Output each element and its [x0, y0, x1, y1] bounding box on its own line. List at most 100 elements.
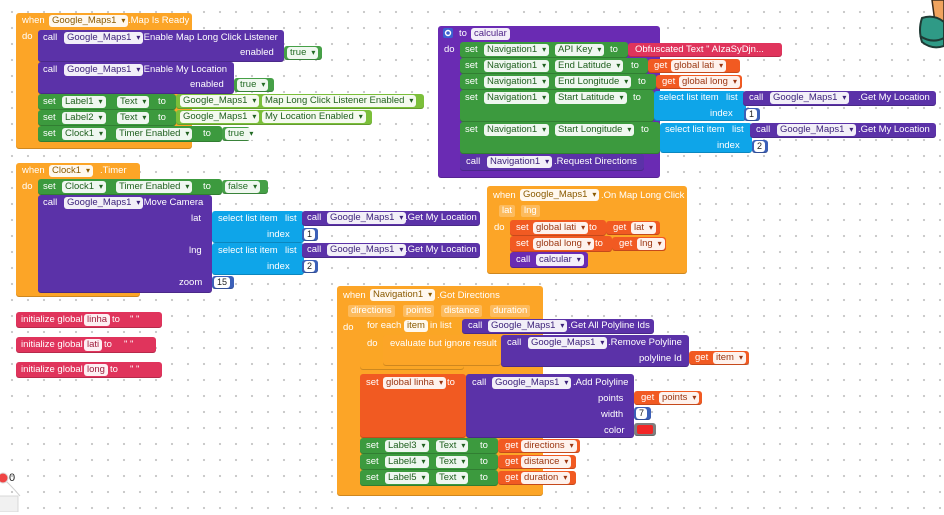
component-dropdown[interactable]: Navigation1 — [484, 124, 550, 136]
get-distance[interactable]: get distance — [498, 455, 576, 469]
variable-dropdown[interactable]: global lati — [533, 222, 589, 234]
select-list-item-start-lng[interactable]: select list item list index — [660, 123, 752, 153]
number-value[interactable]: 2 — [304, 261, 316, 272]
obfuscated-text-block[interactable]: Obfuscated Text " AIzaSyDjn... — [628, 43, 782, 57]
color-swatch[interactable] — [637, 425, 653, 434]
get-duration[interactable]: get duration — [498, 471, 576, 485]
component-dropdown[interactable]: Navigation1 — [484, 92, 550, 104]
event-component-dropdown[interactable]: Clock1 — [49, 165, 94, 177]
evaluate-but-ignore-block[interactable]: evaluate but ignore result — [383, 335, 501, 366]
string-value[interactable]: " " — [130, 314, 140, 325]
variable-dropdown[interactable]: lng — [637, 238, 665, 250]
get-lng[interactable]: get lng — [612, 237, 666, 251]
param-points[interactable]: points — [403, 305, 435, 317]
call-request-directions[interactable]: call Navigation1 .Request Directions — [460, 154, 644, 171]
property-dropdown[interactable]: API Key — [555, 44, 605, 56]
property-dropdown[interactable]: Timer Enabled — [116, 181, 193, 193]
global-name-field[interactable]: linha — [84, 314, 111, 326]
component-dropdown[interactable]: Google_Maps1 — [64, 64, 144, 76]
event-component-dropdown[interactable]: Google_Maps1 — [520, 189, 600, 201]
variable-dropdown[interactable]: global lati — [671, 60, 727, 72]
property-dropdown[interactable]: My Location Enabled — [262, 111, 366, 123]
gear-icon[interactable] — [443, 28, 453, 38]
call-add-polyline[interactable]: call Google_Maps1 .Add Polyline points w… — [466, 374, 634, 438]
component-dropdown[interactable]: Clock1 — [62, 128, 107, 140]
set-global-lati[interactable]: set global lati to — [510, 220, 606, 236]
set-navigation1-start-longitude[interactable]: set Navigation1 Start Longitude to — [460, 122, 660, 154]
call-get-my-location[interactable]: call Google_Maps1 .Get My Location — [302, 243, 480, 258]
procedure-name-field[interactable]: calcular — [471, 28, 510, 40]
select-list-item-lat[interactable]: select list item list index — [212, 211, 304, 243]
variable-dropdown[interactable]: global long — [679, 76, 740, 88]
number-value[interactable]: 1 — [304, 229, 316, 240]
number-value[interactable]: 2 — [754, 141, 766, 152]
logic-true-block[interactable]: true — [284, 46, 322, 60]
component-dropdown[interactable]: Label3 — [385, 440, 429, 452]
component-dropdown[interactable]: Label1 — [62, 96, 106, 108]
property-dropdown[interactable]: Text — [117, 96, 150, 108]
select-list-item-start-lat[interactable]: select list item list index — [654, 91, 746, 121]
component-dropdown[interactable]: Google_Maps1 — [327, 212, 407, 224]
number-value[interactable]: 7 — [636, 408, 648, 419]
component-dropdown[interactable]: Navigation1 — [484, 60, 550, 72]
get-map-long-click-enabled[interactable]: Google_Maps1 Map Long Click Listener Ena… — [176, 94, 424, 109]
call-enable-long-click[interactable]: call Google_Maps1 .Enable Map Long Click… — [38, 30, 284, 62]
set-label4-text[interactable]: set Label4 Text to — [360, 454, 498, 470]
init-global-long[interactable]: initialize global long to " " — [16, 362, 162, 378]
component-dropdown[interactable]: Google_Maps1 — [64, 32, 144, 44]
component-dropdown[interactable]: Clock1 — [62, 181, 107, 193]
variable-dropdown[interactable]: global linha — [383, 377, 447, 389]
call-get-all-polyline-ids[interactable]: call Google_Maps1 .Get All Polyline Ids — [462, 319, 654, 334]
set-navigation1-end-latitude[interactable]: set Navigation1 End Latitude to — [460, 58, 648, 74]
variable-dropdown[interactable]: lat — [631, 222, 657, 234]
component-dropdown[interactable]: Label2 — [62, 112, 106, 124]
param-lng[interactable]: lng — [521, 205, 540, 217]
property-dropdown[interactable]: Text — [436, 440, 469, 452]
component-dropdown[interactable]: Navigation1 — [484, 44, 550, 56]
event-component-dropdown[interactable]: Google_Maps1 — [49, 15, 129, 27]
set-navigation1-start-latitude[interactable]: set Navigation1 Start Latitude to — [460, 90, 654, 122]
set-navigation1-apikey[interactable]: set Navigation1 API Key to — [460, 42, 628, 58]
get-global-long[interactable]: get global long — [656, 75, 742, 89]
init-global-linha[interactable]: initialize global linha to " " — [16, 312, 162, 328]
boolean-dropdown[interactable]: true — [225, 128, 257, 140]
variable-dropdown[interactable]: points — [659, 392, 700, 404]
global-name-field[interactable]: lati — [84, 339, 103, 351]
component-dropdown[interactable]: Google_Maps1 — [180, 111, 260, 123]
component-dropdown[interactable]: Label4 — [385, 456, 429, 468]
variable-dropdown[interactable]: item — [713, 352, 746, 364]
set-label1-text[interactable]: set Label1 Text to — [38, 94, 176, 110]
component-dropdown[interactable]: Google_Maps1 — [180, 95, 260, 107]
logic-true-block[interactable]: true — [234, 78, 274, 92]
get-item[interactable]: get item — [689, 351, 749, 365]
call-move-camera[interactable]: call Google_Maps1 .Move Camera lat lng z… — [38, 195, 212, 293]
boolean-dropdown[interactable]: true — [287, 47, 319, 59]
component-dropdown[interactable]: Label5 — [385, 472, 429, 484]
number-block[interactable]: 2 — [302, 260, 318, 273]
number-block[interactable]: 15 — [212, 276, 234, 289]
logic-true-block[interactable]: true — [222, 127, 257, 141]
property-dropdown[interactable]: Text — [436, 456, 469, 468]
number-value[interactable]: 15 — [214, 277, 231, 288]
get-my-location-enabled[interactable]: Google_Maps1 My Location Enabled — [176, 110, 372, 125]
property-dropdown[interactable]: End Longitude — [555, 76, 632, 88]
call-remove-polyline[interactable]: call Google_Maps1 .Remove Polyline polyl… — [501, 335, 689, 367]
set-global-long[interactable]: set global long to — [510, 236, 612, 252]
number-block[interactable]: 1 — [744, 108, 760, 121]
get-global-lati[interactable]: get global lati — [648, 59, 740, 73]
property-dropdown[interactable]: Map Long Click Listener Enabled — [262, 95, 417, 107]
set-global-linha[interactable]: set global linha to — [360, 374, 466, 438]
call-get-my-location[interactable]: call Google_Maps1 .Get My Location — [743, 91, 936, 106]
set-label2-text[interactable]: set Label2 Text to — [38, 110, 176, 126]
select-list-item-lng[interactable]: select list item list index — [212, 243, 304, 275]
number-value[interactable]: 1 — [746, 109, 758, 120]
property-dropdown[interactable]: Text — [436, 472, 469, 484]
loop-variable-field[interactable]: item — [404, 320, 428, 332]
logic-false-block[interactable]: false — [222, 180, 268, 194]
init-global-lati[interactable]: initialize global lati to " " — [16, 337, 156, 353]
obfuscated-text-value[interactable]: Obfuscated Text " AIzaSyDjn... — [635, 44, 764, 55]
global-name-field[interactable]: long — [84, 364, 108, 376]
color-block[interactable] — [634, 423, 656, 436]
param-lat[interactable]: lat — [499, 205, 516, 217]
component-dropdown[interactable]: Google_Maps1 — [327, 244, 407, 256]
